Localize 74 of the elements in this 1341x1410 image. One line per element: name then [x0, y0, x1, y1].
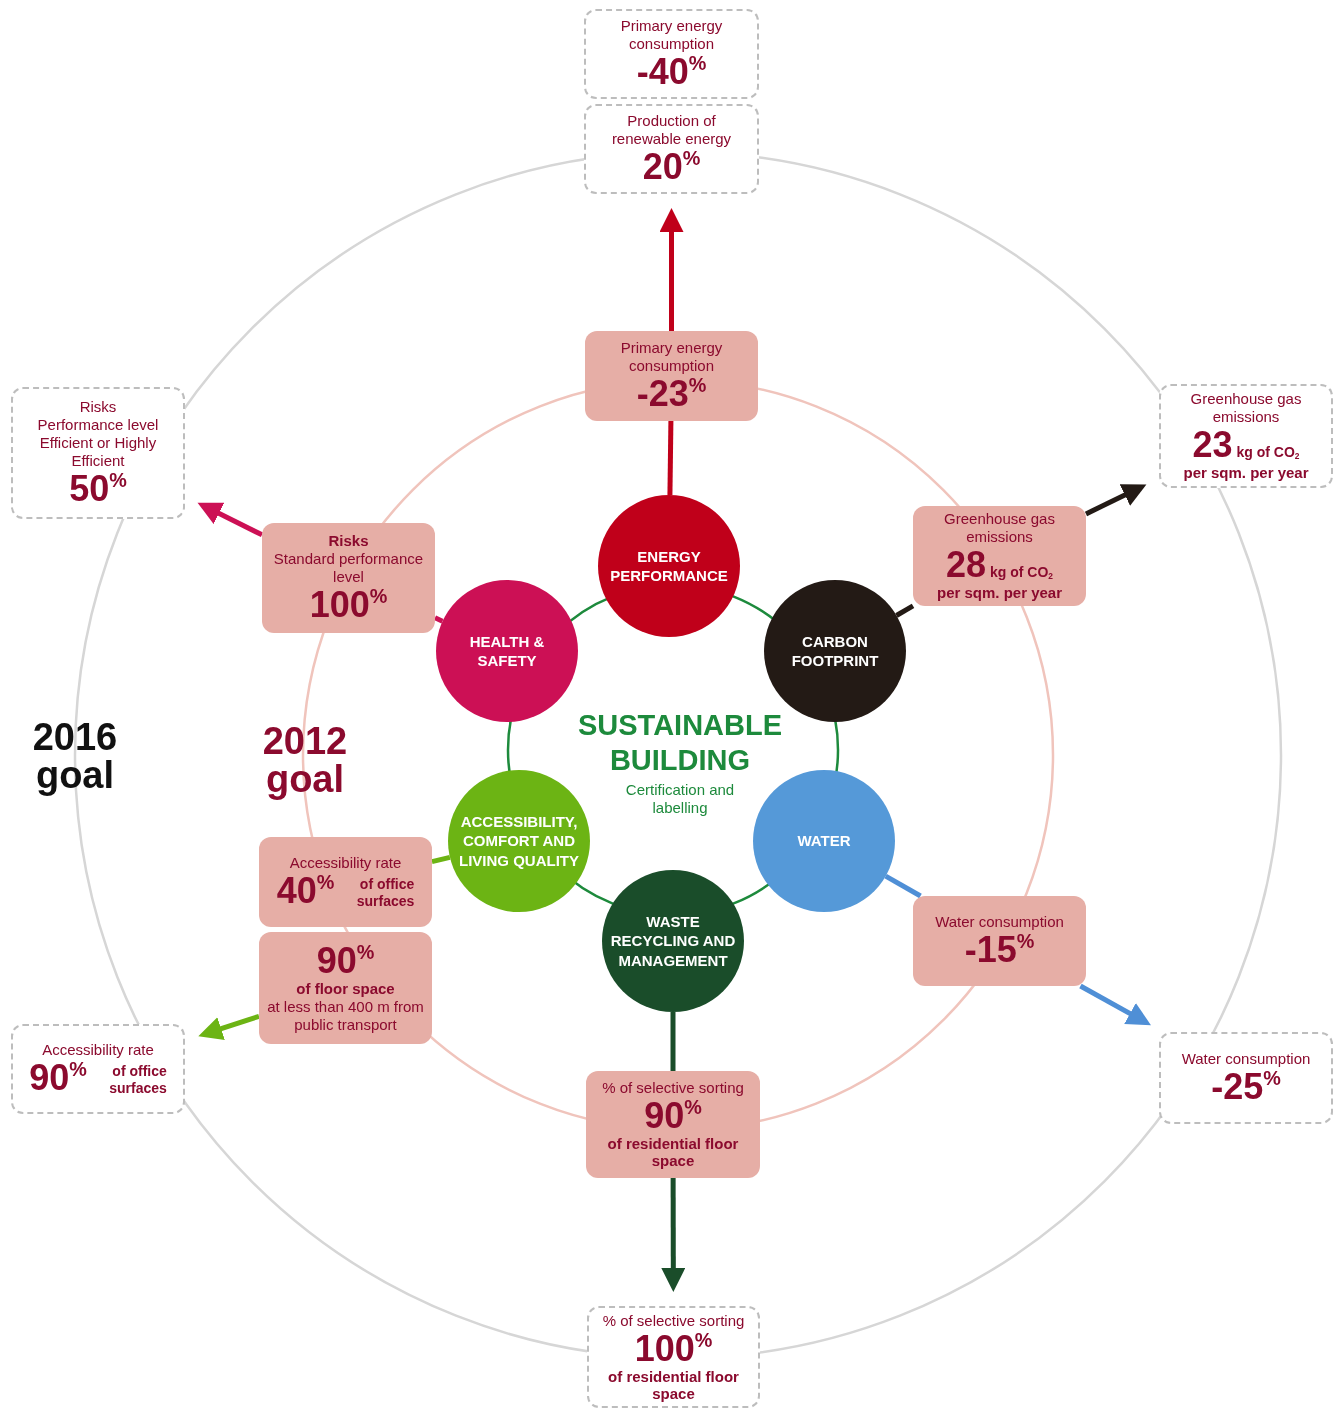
goal-box [584, 9, 759, 99]
target-box [913, 506, 1086, 606]
category-label: CARBON FOOTPRINT [790, 631, 880, 671]
metric-unit: kg of CO$_{2}$ [990, 564, 1054, 584]
metric-value: 20$^{%}$ [642, 148, 701, 186]
metric-heading: Greenhouse gas emissions [1189, 390, 1303, 427]
metric-value: -23$^{%}$ [636, 375, 707, 413]
arrow [659, 208, 684, 331]
connector-line [670, 1012, 676, 1071]
metric-heading: Water consumption [935, 913, 1064, 932]
metric-heading: Accessibility rate [289, 854, 402, 873]
goal-box [11, 1024, 185, 1114]
metric-value: -40$^{%}$ [636, 53, 707, 91]
target-box [259, 837, 432, 927]
target-box [913, 896, 1086, 986]
category-label: HEALTH & SAFETY [468, 631, 546, 671]
arrow [197, 502, 264, 538]
metric-note: of residential floor space [607, 1367, 740, 1403]
target-box [585, 331, 758, 421]
metric-heading: Greenhouse gas emissions [943, 510, 1056, 547]
metric-value: 100$^{%}$ [634, 1329, 713, 1368]
metric-heading: Risks [79, 398, 117, 417]
metric-value: -25$^{%}$ [1211, 1068, 1281, 1106]
category-label: WASTE RECYCLING AND MANAGEMENT [609, 912, 737, 970]
metric-heading: Performance level Efficient or Highly Efficient [36, 416, 160, 471]
goal-box [1159, 1032, 1333, 1124]
connector-line [895, 603, 915, 618]
center-heading: SUSTAINABLE BUILDING [576, 707, 784, 778]
connector-line [431, 854, 451, 864]
metric-value: 40$^{%}$ [276, 872, 335, 910]
goal-label: 2012 goal [261, 722, 349, 798]
metric-value: 90$^{%}$ [644, 1097, 702, 1136]
metric-unit: of office surfaces [355, 876, 415, 910]
metric-unit: of office surfaces [108, 1063, 167, 1097]
metric-value: 28 [945, 546, 986, 585]
metric-value: 50$^{%}$ [69, 470, 127, 508]
metric-note: at less than 400 m from public transport [266, 997, 425, 1034]
connector-line [667, 420, 674, 496]
metric-value: -15$^{%}$ [964, 931, 1035, 969]
goal-box [1159, 384, 1333, 488]
metric-unit: kg of CO$_{2}$ [1236, 444, 1300, 464]
metric-heading: Standard performance level [272, 550, 425, 587]
metric-heading: % of selective sorting [602, 1079, 744, 1098]
goal-box [584, 104, 759, 194]
metric-note: of residential floor space [606, 1135, 740, 1170]
target-box [262, 523, 435, 633]
metric-heading: Production of renewable energy [610, 112, 733, 149]
metric-value: 90$^{%}$ [316, 942, 375, 981]
metric-heading: % of selective sorting [602, 1311, 745, 1330]
goal-box [587, 1306, 760, 1408]
goal-label: 2016 goal [31, 718, 119, 794]
target-box [586, 1071, 760, 1178]
metric-heading: Accessibility rate [42, 1041, 154, 1060]
metric-note: of floor space [296, 980, 395, 998]
category-label: WATER [797, 831, 851, 851]
metric-heading: Primary energy consumption [619, 17, 724, 54]
metric-heading: Risks [328, 532, 369, 551]
arrow [661, 1178, 686, 1292]
metric-note: per sqm. per year [1183, 464, 1309, 482]
target-box [259, 932, 432, 1044]
metric-value: 100$^{%}$ [309, 586, 388, 624]
metric-heading: Water consumption [1181, 1050, 1311, 1069]
metric-heading: Primary energy consumption [619, 339, 724, 376]
category-label: ACCESSIBILITY, COMFORT AND LIVING QUALITY [458, 812, 580, 870]
metric-note: per sqm. per year [936, 584, 1063, 602]
center-subheading: Certification and labelling [624, 781, 736, 818]
category-label: ENERGY PERFORMANCE [609, 546, 729, 586]
connector-line [884, 873, 922, 899]
arrow [1084, 484, 1147, 517]
metric-value: 23 [1192, 426, 1233, 465]
goal-box [11, 387, 185, 519]
arrow [198, 1013, 260, 1041]
arrow [1079, 983, 1151, 1026]
metric-value: 90$^{%}$ [29, 1059, 87, 1097]
